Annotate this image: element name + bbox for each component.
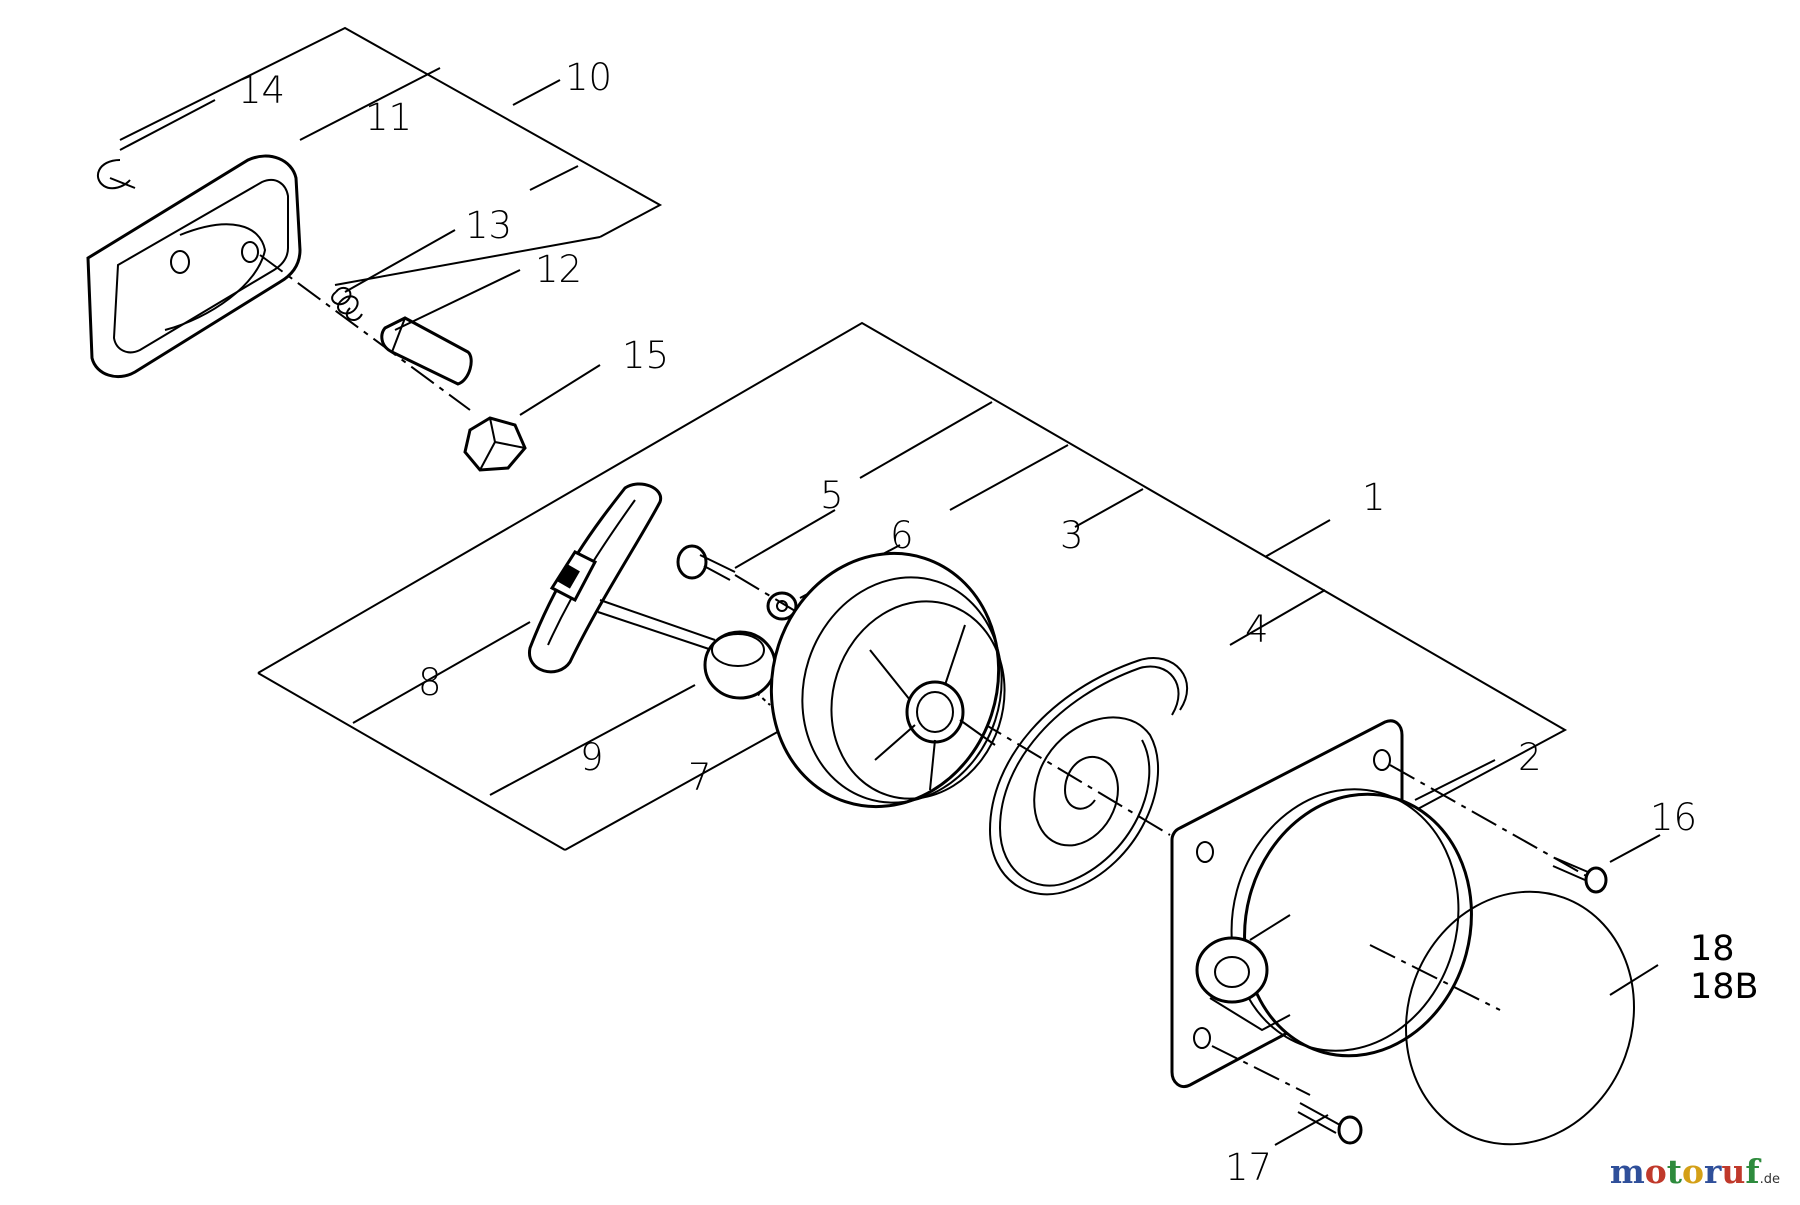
callout-2: 2 [1518, 736, 1542, 779]
insert-part [380, 316, 473, 386]
cover-disc-part [1405, 890, 1659, 1146]
callout-16: 16 [1650, 796, 1697, 839]
leaders-upper [119, 99, 601, 416]
watermark-letter: f [1745, 1152, 1760, 1191]
callout-4: 4 [1245, 608, 1269, 651]
callout-17: 17 [1225, 1146, 1272, 1189]
callout-3: 3 [1060, 514, 1084, 557]
recoil-spring-part [988, 657, 1189, 896]
handle-axis-line [259, 254, 471, 411]
spring-part [331, 286, 363, 322]
watermark-letter: o [1644, 1152, 1667, 1191]
callout-8: 8 [418, 661, 442, 704]
bracket-group-1 [257, 321, 1568, 851]
watermark-letter: u [1721, 1152, 1746, 1191]
circlip-part [96, 159, 136, 190]
watermark-letter: m [1609, 1152, 1645, 1191]
screw17-axis-line [1211, 1045, 1311, 1096]
rope-pulley-part [769, 551, 1006, 809]
watermark-suffix: .de [1759, 1172, 1780, 1187]
callout-7: 7 [688, 756, 712, 799]
watermark-letter: t [1666, 1152, 1682, 1191]
housing-screw-17-part [1274, 1102, 1363, 1146]
callout-9: 9 [580, 736, 604, 779]
housing-part [1170, 719, 1473, 1088]
rope-part [597, 599, 771, 706]
hex-nut-part [463, 416, 527, 472]
callout-11: 11 [365, 96, 412, 139]
callout-13: 13 [465, 204, 512, 247]
watermark-letter: o [1682, 1152, 1705, 1191]
callout-18b: 18B [1690, 967, 1759, 1007]
leader-2 [1414, 759, 1496, 801]
callout-12: 12 [535, 248, 582, 291]
callout-15: 15 [622, 334, 669, 377]
callout-18: 18 [1690, 929, 1735, 969]
callout-5: 5 [820, 474, 844, 517]
bracket-group-10 [119, 26, 663, 286]
rope-bushing-part [703, 630, 777, 700]
pulley-screw-part [676, 509, 836, 581]
callout-10: 10 [565, 56, 612, 99]
watermark-letter: r [1704, 1152, 1722, 1191]
callout-6: 6 [890, 514, 914, 557]
callout-14: 14 [238, 69, 285, 112]
handle-grip-part [86, 154, 302, 378]
pull-handle-part [528, 482, 663, 674]
cap-axis-line [1369, 944, 1501, 1011]
watermark-logo: motoruf.de [1610, 1152, 1780, 1191]
callout-labels: 14 11 10 13 12 15 5 6 3 1 4 8 9 7 2 16 1… [238, 56, 1759, 1189]
callout-1: 1 [1362, 476, 1386, 519]
housing-screw-16-part [1552, 834, 1661, 894]
